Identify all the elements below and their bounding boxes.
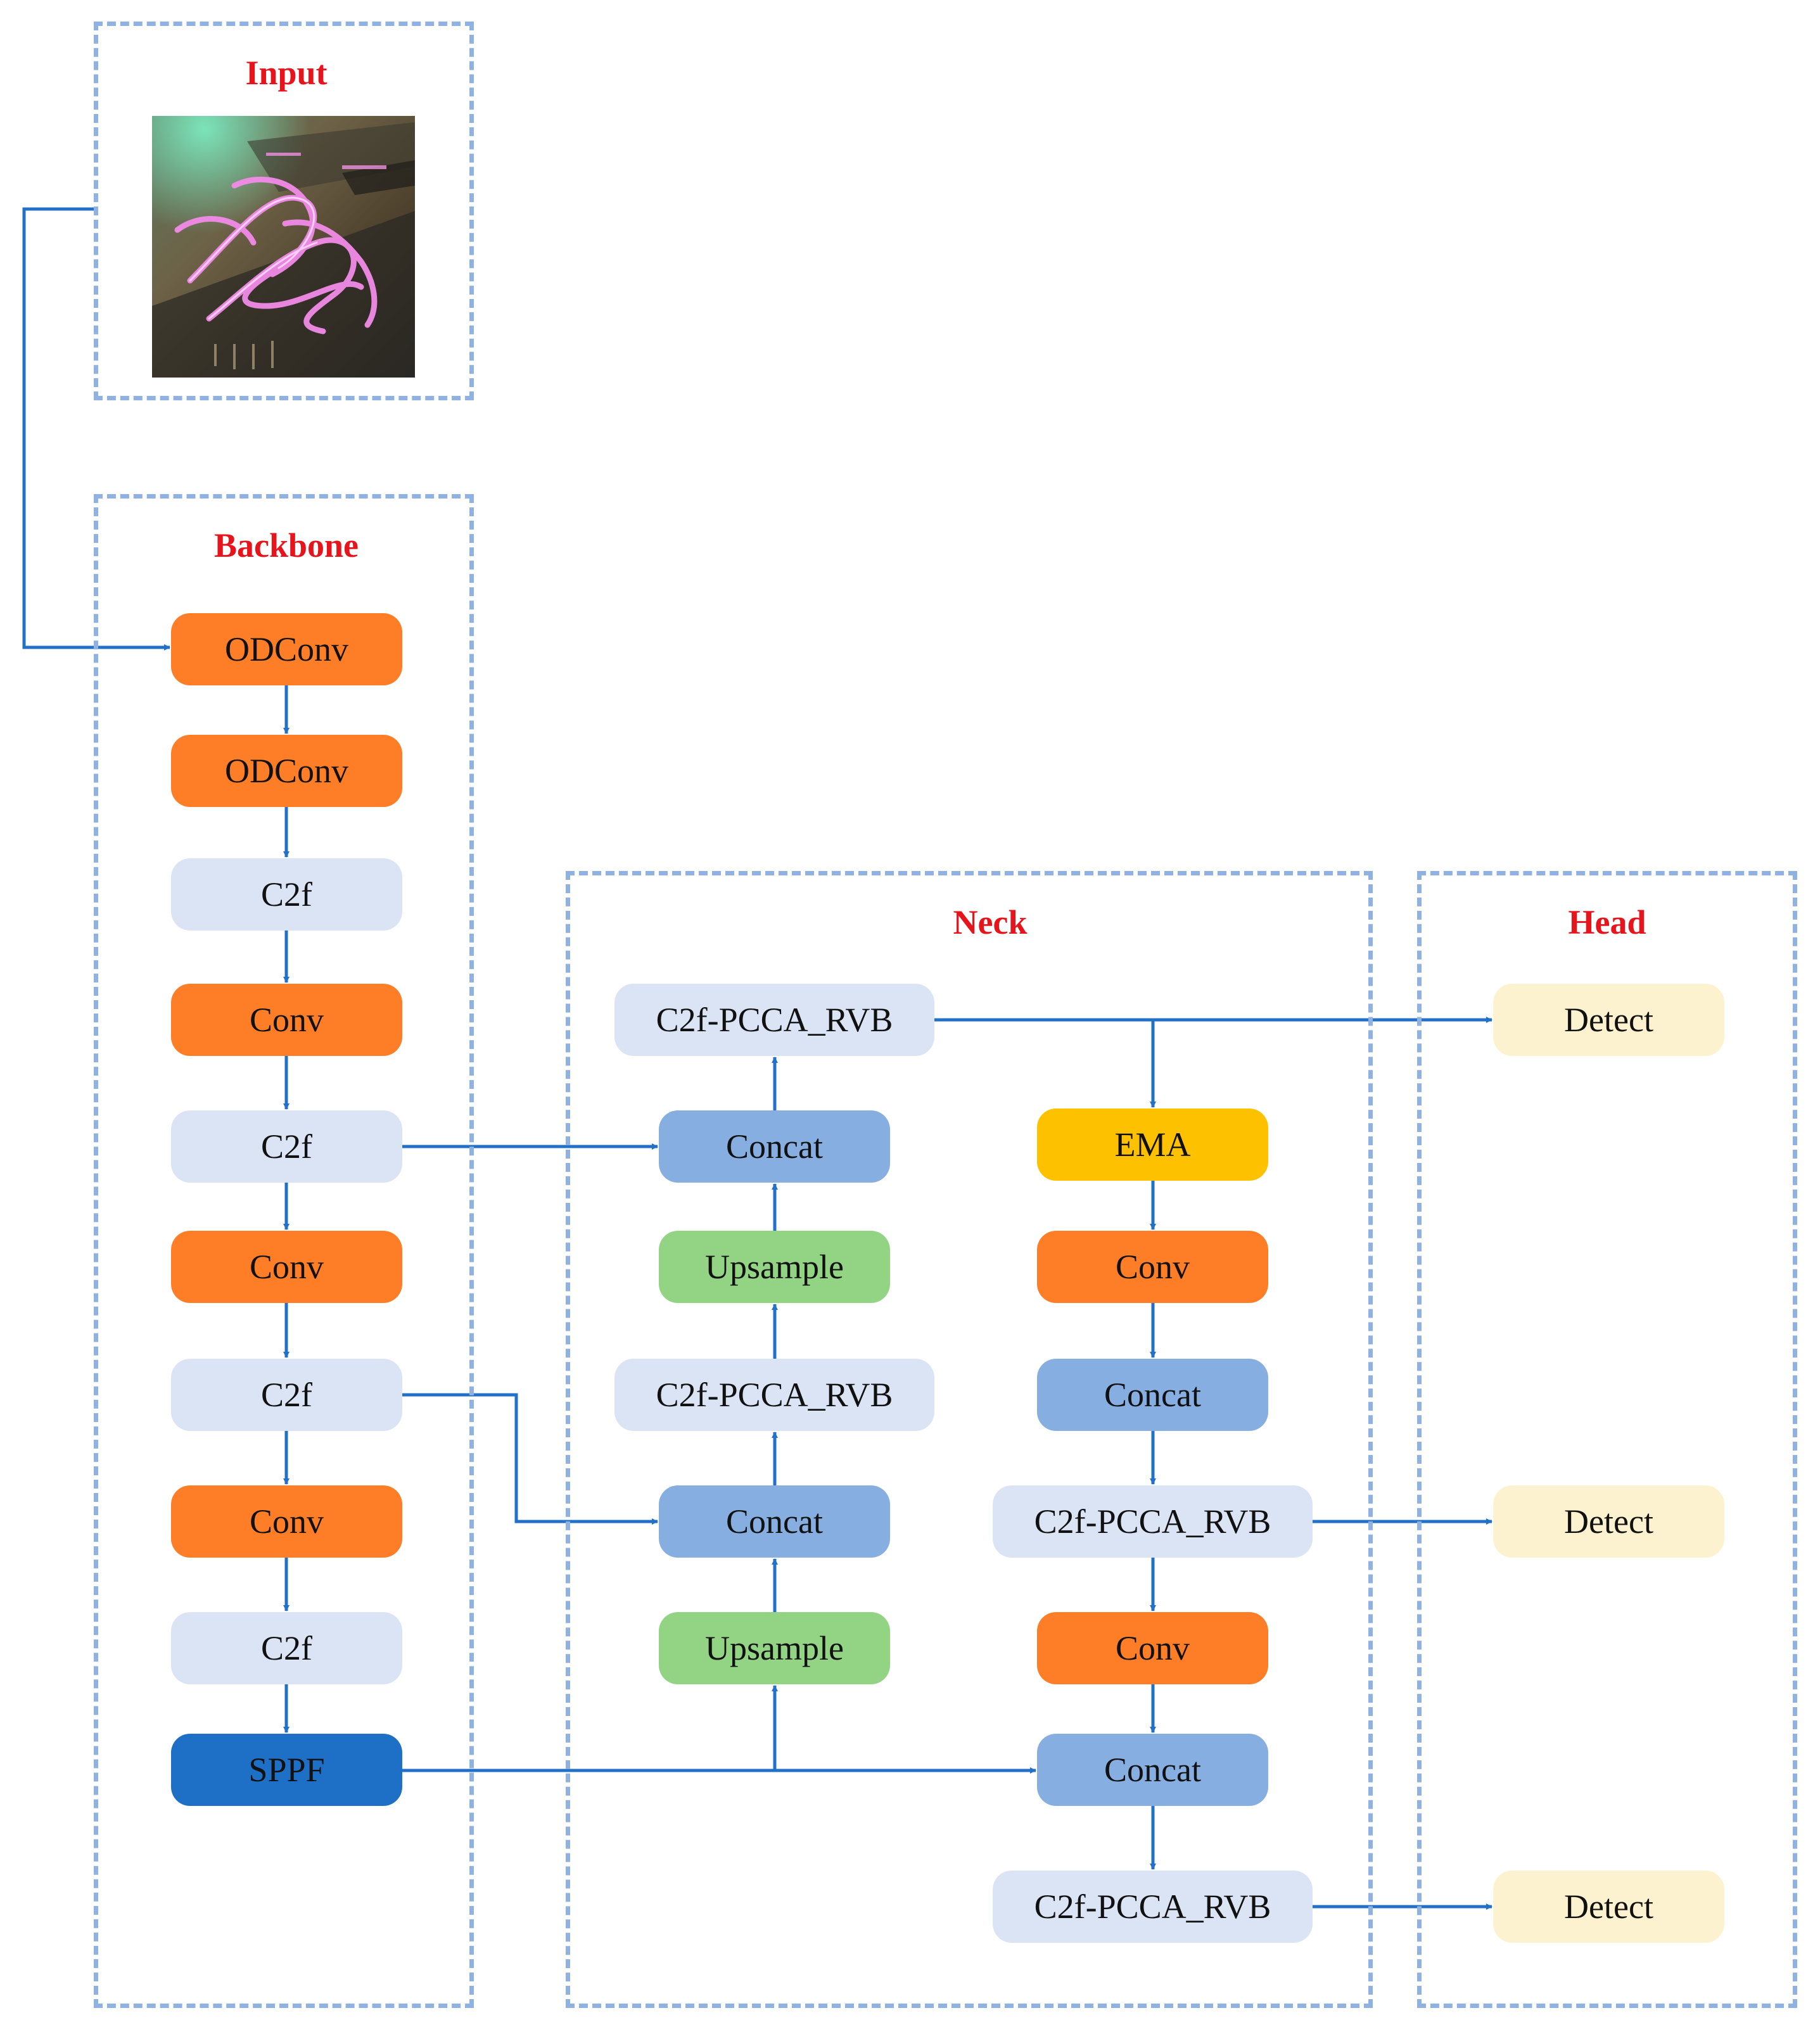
- backbone-group-frame: [94, 494, 474, 2008]
- backbone-c2f-3: C2f: [171, 1359, 402, 1431]
- node-label: Conv: [1115, 1248, 1190, 1286]
- node-label: C2f: [261, 1376, 312, 1414]
- neck-title: Neck: [953, 903, 1028, 941]
- node-label: EMA: [1114, 1126, 1191, 1164]
- node-label: Concat: [1104, 1376, 1201, 1414]
- node-label: C2f-PCCA_RVB: [656, 1376, 893, 1414]
- node-label: ODConv: [224, 752, 348, 790]
- neck-group-frame: [566, 871, 1373, 2008]
- node-label: Conv: [249, 1503, 324, 1541]
- backbone-conv-1: Conv: [171, 984, 402, 1056]
- neck-concat-lower: Concat: [659, 1485, 890, 1558]
- node-label: C2f-PCCA_RVB: [656, 1001, 893, 1039]
- node-label: Detect: [1564, 1001, 1653, 1039]
- node-label: Concat: [1104, 1751, 1201, 1789]
- input-image: [152, 116, 415, 378]
- node-label: Detect: [1564, 1888, 1653, 1926]
- node-label: C2f: [261, 875, 312, 913]
- input-group-frame: [94, 22, 474, 400]
- node-label: Detect: [1564, 1503, 1653, 1541]
- node-label: Concat: [726, 1128, 823, 1166]
- neck-c2f-pcca-rvb-right-mid: C2f-PCCA_RVB: [993, 1485, 1313, 1558]
- backbone-c2f-4: C2f: [171, 1612, 402, 1684]
- neck-upsample-upper: Upsample: [659, 1231, 890, 1303]
- backbone-c2f-2: C2f: [171, 1110, 402, 1183]
- backbone-c2f-1: C2f: [171, 858, 402, 931]
- node-label: C2f: [261, 1128, 312, 1166]
- input-photo-graphic: [152, 116, 415, 378]
- backbone-odconv-1: ODConv: [171, 613, 402, 685]
- neck-concat-upper: Concat: [659, 1110, 890, 1183]
- node-label: Upsample: [705, 1629, 844, 1667]
- neck-conv-upper: Conv: [1037, 1231, 1268, 1303]
- node-label: Conv: [249, 1001, 324, 1039]
- node-label: ODConv: [224, 630, 348, 668]
- input-title: Input: [245, 54, 328, 92]
- head-group-frame: [1417, 871, 1797, 2008]
- node-label: C2f-PCCA_RVB: [1034, 1888, 1271, 1926]
- node-label: Conv: [249, 1248, 324, 1286]
- neck-c2f-pcca-rvb-bottom: C2f-PCCA_RVB: [993, 1871, 1313, 1943]
- head-detect-2: Detect: [1493, 1485, 1724, 1558]
- neck-c2f-pcca-rvb-top: C2f-PCCA_RVB: [614, 984, 934, 1056]
- backbone-sppf: SPPF: [171, 1734, 402, 1806]
- neck-c2f-pcca-rvb-mid: C2f-PCCA_RVB: [614, 1359, 934, 1431]
- c2f-3-to-concat-lower-arrow: [402, 1393, 658, 1525]
- neck-upsample-lower: Upsample: [659, 1612, 890, 1684]
- head-detect-1: Detect: [1493, 984, 1724, 1056]
- node-label: SPPF: [248, 1751, 325, 1789]
- backbone-odconv-2: ODConv: [171, 735, 402, 807]
- node-label: C2f-PCCA_RVB: [1034, 1503, 1271, 1541]
- backbone-conv-2: Conv: [171, 1231, 402, 1303]
- node-label: Concat: [726, 1503, 823, 1541]
- node-label: Conv: [1115, 1629, 1190, 1667]
- neck-conv-lower: Conv: [1037, 1612, 1268, 1684]
- head-detect-3: Detect: [1493, 1871, 1724, 1943]
- neck-ema: EMA: [1037, 1109, 1268, 1181]
- node-label: C2f: [261, 1629, 312, 1667]
- head-title: Head: [1568, 903, 1646, 941]
- backbone-title: Backbone: [213, 526, 359, 564]
- neck-concat-right-lower: Concat: [1037, 1734, 1268, 1806]
- neck-concat-right-upper: Concat: [1037, 1359, 1268, 1431]
- node-label: Upsample: [705, 1248, 844, 1286]
- backbone-conv-3: Conv: [171, 1485, 402, 1558]
